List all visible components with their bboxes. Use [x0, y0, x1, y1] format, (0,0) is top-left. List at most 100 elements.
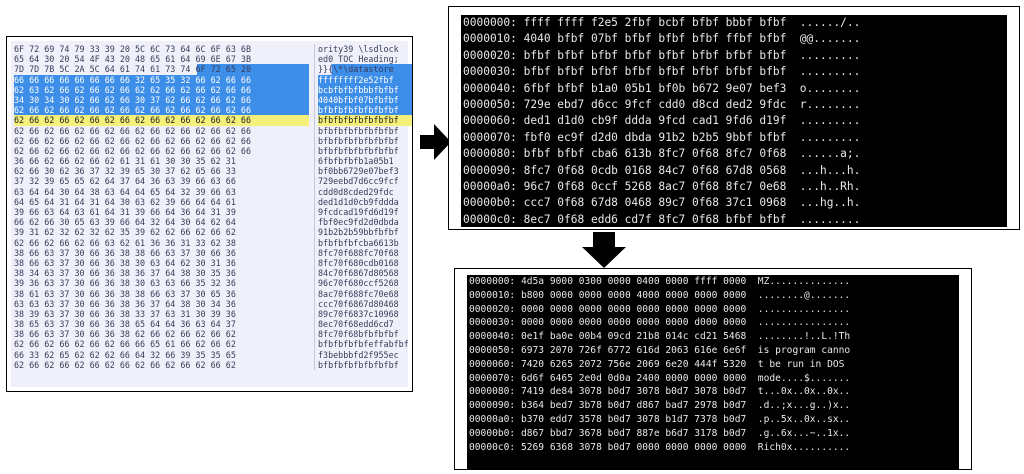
dump-line: 00000b0: d867 bbd7 3678 b0d7 887e b6d7 3… — [469, 427, 851, 439]
dump-line: 0000030: bfbf bfbf bfbf bfbf bfbf bfbf b… — [463, 65, 861, 79]
ascii-row: 8fc70f680cdb0168 — [318, 257, 399, 268]
dump-line: 0000050: 729e ebd7 d6cc 9fcf cdd0 d8cd d… — [463, 97, 861, 111]
ascii-row: ded1d1d0cb9fddda — [318, 196, 399, 207]
dump-line: 0000040: 0e1f ba0e 00b4 09cd 21b8 014c c… — [469, 331, 851, 343]
ascii-row: bfbfbfbfbfeffabfbf — [318, 339, 409, 350]
pe-hexdump-terminal: 0000000: 4d5a 9000 0300 0000 0400 0000 f… — [467, 275, 959, 469]
dump-line: 0000010: b800 0000 0000 0000 4000 0000 0… — [469, 289, 851, 301]
dump-line: 0000060: 7420 6265 2072 756e 2069 6e20 4… — [469, 358, 851, 370]
ascii-row: 9fcdcad19fd6d19f — [318, 207, 399, 217]
dump-line: 0000080: bfbf bfbf cba6 613b 8fc7 0f68 8… — [463, 147, 861, 161]
decoded-hexdump-panel: 0000000: ffff ffff f2e5 2fbf bcbf bfbf b… — [448, 6, 1020, 230]
dump-line: 0000070: fbf0 ec9f d2d0 dbda 91b2 b2b5 9… — [463, 130, 861, 144]
ascii-row: bfbfbfbfbfbfbfbf — [318, 145, 399, 156]
hex-row: 62 66 62 66 62 66 62 66 62 66 62 66 62 6… — [14, 125, 251, 136]
dump-line: 00000b0: ccc7 0f68 67d8 0468 89c7 0f68 3… — [463, 196, 861, 210]
hex-byte-column: 6F 72 69 74 79 33 39 20 5C 6C 73 64 6C 6… — [14, 44, 309, 370]
hex-row: 62 66 62 66 62 66 62 66 66 65 61 66 62 6… — [14, 339, 236, 350]
hex-row: 65 64 30 20 54 4F 43 20 48 65 61 64 69 6… — [14, 54, 251, 65]
hex-row: 38 65 63 37 30 66 36 38 65 64 64 36 63 6… — [14, 319, 236, 330]
dump-line: 0000080: 7419 de84 3078 b0d7 3078 b0d7 3… — [469, 386, 851, 398]
pe-executable-hexdump-panel: 0000000: 4d5a 9000 0300 0000 0400 0000 f… — [454, 268, 972, 470]
ascii-row: f3bebbbfd2f955ec — [318, 349, 399, 360]
ascii-row: bfbfbfbfbfbfbfbf — [318, 105, 412, 116]
ascii-row: bfbfbfbfbfbfbfbf — [318, 115, 412, 126]
hex-row: 38 66 63 37 30 66 36 38 38 66 63 37 30 6… — [14, 247, 236, 258]
ascii-row: ffffffff2e52fbf — [318, 74, 412, 85]
ascii-row: ed0 TOC Heading; — [318, 54, 399, 65]
hex-row: 38 66 63 37 30 66 36 38 30 63 64 62 30 3… — [14, 257, 236, 268]
hex-row: 62 66 62 66 62 66 63 62 61 36 36 31 33 6… — [14, 237, 236, 248]
ascii-row: 91b2b2b59bbfbfbf — [318, 227, 399, 238]
dump-line: 0000000: 4d5a 9000 0300 0000 0400 0000 f… — [469, 276, 851, 287]
dump-line: 0000010: 4040 bfbf 07bf bfbf bfbf bfbf f… — [463, 32, 861, 46]
ascii-row: 8fc70f688fc70f68 — [318, 247, 399, 258]
ascii-row: 96c70f680ccf5268 — [318, 278, 399, 289]
dump-line: 0000060: ded1 d1d0 cb9f ddda 9fcd cad1 9… — [463, 114, 861, 128]
decoded-hexdump-terminal: 0000000: ffff ffff f2e5 2fbf bcbf bfbf b… — [461, 15, 1007, 227]
ascii-row: 8ec70f68edd6cd7 — [318, 319, 394, 330]
ascii-row: 8ac70f688fc70e68 — [318, 288, 399, 299]
hex-row: 38 34 63 37 30 66 36 38 36 37 64 38 30 3… — [14, 268, 236, 279]
hex-row: 66 62 66 30 65 63 39 66 64 32 64 30 64 6… — [14, 217, 236, 228]
hex-row: 63 63 63 37 30 66 36 38 36 37 64 38 30 3… — [14, 298, 236, 309]
down-arrow-icon — [582, 232, 626, 268]
ascii-row: 6fbfbfbfb1a05b1 — [318, 156, 394, 167]
hex-row: 62 63 62 66 62 66 62 66 62 62 66 62 66 6… — [14, 84, 309, 95]
hex-row: 38 66 63 37 30 66 36 38 62 66 62 66 62 6… — [14, 329, 236, 340]
dump-line: 0000070: 6d6f 6465 2e0d 0d0a 2400 0000 0… — [469, 372, 851, 384]
dump-line: 0000090: 8fc7 0f68 0cdb 0168 84c7 0f68 6… — [463, 163, 861, 177]
ascii-row: bf0bb6729e07bef3 — [318, 166, 399, 177]
ascii-row: }}{\*\datastore — [318, 64, 412, 75]
dump-line: 00000a0: 96c7 0f68 0ccf 5268 8ac7 0f68 8… — [463, 179, 861, 193]
hex-row: 36 66 62 66 62 66 62 61 31 61 30 30 35 6… — [14, 156, 236, 167]
ascii-row: bfbfbfbfcba6613b — [318, 237, 399, 248]
ascii-row: ccc70f6867d80468 — [318, 298, 399, 309]
ascii-row: bfbfbfbfbfbfbfbf — [318, 125, 399, 136]
ascii-row: 4040bfbf07bfbfbf — [318, 94, 412, 106]
hex-row: 63 64 64 30 64 38 63 64 64 65 64 32 39 6… — [14, 186, 236, 197]
hex-row: 66 33 62 65 62 62 62 66 64 32 66 39 35 3… — [14, 349, 236, 360]
hex-row: 37 32 39 65 65 62 64 37 64 36 63 39 66 6… — [14, 176, 236, 187]
dump-line: 0000040: 6fbf bfbf b1a0 05b1 bf0b b672 9… — [463, 81, 861, 95]
ascii-row: 729eebd7d6cc9fcf — [318, 176, 399, 187]
dump-line: 0000020: bfbf bfbf bfbf bfbf bfbf bfbf b… — [463, 48, 861, 62]
dump-line: 0000020: 0000 0000 0000 0000 0000 0000 0… — [469, 303, 851, 315]
hex-row: 62 66 30 62 36 37 32 39 65 30 37 62 65 6… — [14, 166, 236, 177]
hex-row: 62 66 62 66 62 66 62 66 62 66 62 66 62 6… — [14, 145, 251, 156]
hex-row: 39 31 62 32 62 32 62 35 39 62 62 66 62 6… — [14, 227, 236, 238]
hex-row: 39 66 63 64 63 61 64 31 39 66 64 36 64 3… — [14, 207, 236, 217]
ascii-row: bfbfbfbfbfbfbfbf — [318, 359, 399, 370]
ascii-row: bcbfbfbfbbbfbfbf — [318, 84, 412, 95]
dump-line: 00000c0: 8ec7 0f68 edd6 cd7f 8fc7 0f68 b… — [463, 212, 861, 226]
hex-row: 6F 72 69 74 79 33 39 20 5C 6C 73 64 6C 6… — [14, 44, 251, 54]
hex-row: 38 61 63 37 30 66 36 38 38 66 63 37 30 6… — [14, 288, 236, 299]
dump-line: 0000000: ffff ffff f2e5 2fbf bcbf bfbf b… — [463, 16, 861, 29]
right-arrow-icon — [420, 124, 451, 160]
ascii-row: ority39 \lsdlock — [318, 44, 399, 54]
rtf-hex-editor-panel: 6F 72 69 74 79 33 39 20 5C 6C 73 64 6C 6… — [6, 36, 413, 392]
ascii-row: 89c70f6837c10968 — [318, 308, 399, 319]
hex-row: 62 66 62 66 62 66 62 66 62 66 62 66 62 6… — [14, 359, 236, 370]
hex-row: 39 36 63 37 30 66 36 38 30 63 63 66 35 3… — [14, 278, 236, 289]
hex-row: 62 66 62 66 62 66 62 66 62 66 62 66 62 6… — [14, 115, 309, 126]
ascii-row: cdd0d8cded29fdc — [318, 186, 394, 197]
hex-editor-view[interactable]: 6F 72 69 74 79 33 39 20 5C 6C 73 64 6C 6… — [11, 41, 412, 387]
hex-row: 38 39 63 37 30 66 36 38 33 37 63 31 30 3… — [14, 308, 236, 319]
hex-row: 66 66 66 66 66 66 66 66 32 65 35 32 66 6… — [14, 74, 309, 85]
ascii-row: 84c70f6867d80568 — [318, 268, 399, 279]
ascii-row: bfbfbfbfbfbfbfbf — [318, 135, 399, 146]
hex-row: 64 65 64 31 64 31 64 30 63 62 39 66 64 6… — [14, 196, 236, 207]
hex-row: 34 30 34 30 62 66 62 66 30 37 62 66 62 6… — [14, 94, 309, 106]
dump-line: 0000090: b364 bed7 3b78 b0d7 d867 bad7 2… — [469, 400, 851, 412]
hex-row: 62 66 62 66 62 66 62 66 62 66 62 66 62 6… — [14, 105, 309, 116]
dump-line: 0000050: 6973 2070 726f 6772 616d 2063 6… — [469, 344, 851, 356]
dump-line: 00000a0: b370 edd7 3578 b0d7 3078 b1d7 7… — [469, 413, 851, 425]
ascii-row: fbf0ec9fd2d0dbda — [318, 217, 399, 228]
hex-row: 62 66 62 66 62 66 62 66 62 66 62 66 62 6… — [14, 135, 251, 146]
hex-row: 7D 7D 7B 5C 2A 5C 64 61 74 61 73 74 6F 7… — [14, 64, 309, 75]
ascii-row: 8fc70f68bfbfbfbf — [318, 329, 399, 340]
dump-line: 0000030: 0000 0000 0000 0000 0000 0000 d… — [469, 317, 851, 329]
dump-line: 00000c0: 5269 6368 3078 b0d7 0000 0000 0… — [469, 441, 851, 453]
